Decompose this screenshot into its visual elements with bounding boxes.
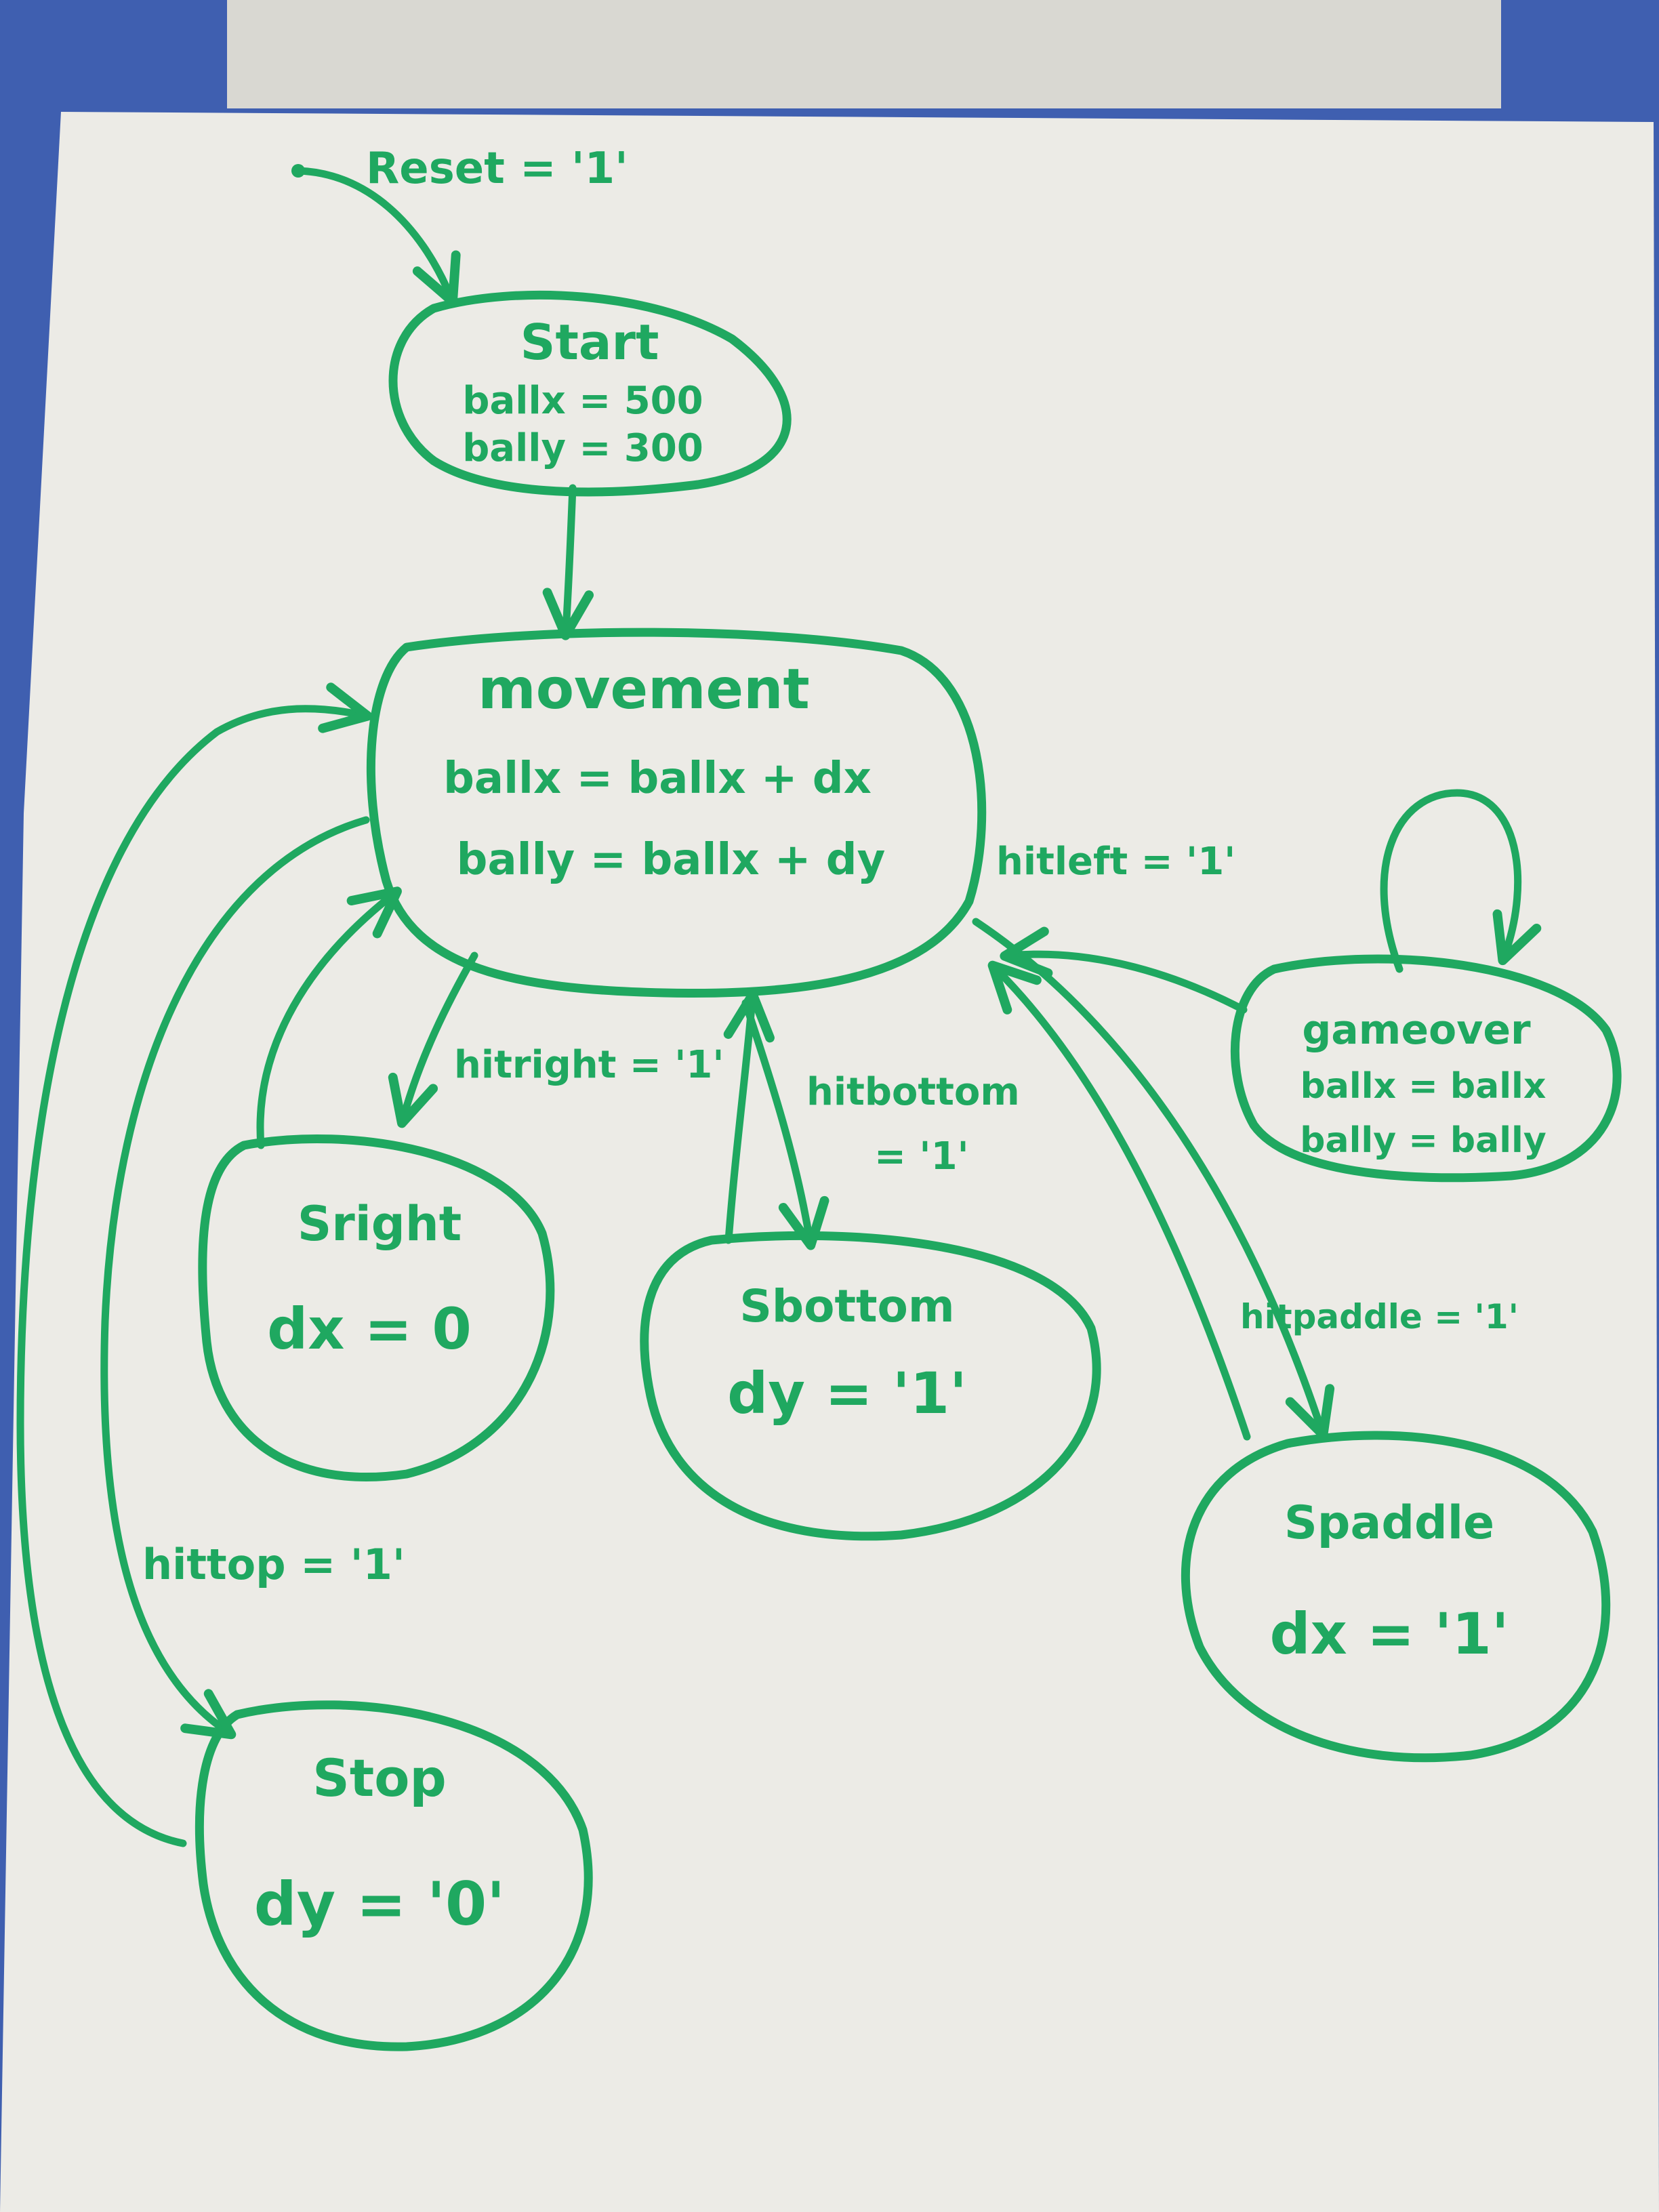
arrow-spaddle-to-movement xyxy=(987,960,1251,1441)
state-sright-bubble xyxy=(198,1134,555,1481)
state-stop-name: Stop xyxy=(312,1748,447,1808)
transition-reset-label: Reset = '1' xyxy=(366,144,628,194)
state-sbottom-bubble xyxy=(640,1231,1101,1541)
transition-hitright-label: hitright = '1' xyxy=(454,1043,724,1087)
state-spaddle-bubble xyxy=(1181,1431,1611,1763)
state-movement-line-2: bally = ballx + dy xyxy=(457,835,886,885)
state-sright-name: Sright xyxy=(298,1196,462,1252)
state-spaddle-line-1: dx = '1' xyxy=(1269,1601,1509,1667)
transition-hitbottom-label-2: = '1' xyxy=(874,1134,969,1179)
state-sbottom-name: Sbottom xyxy=(739,1280,954,1332)
arrow-stop-to-movement xyxy=(16,682,373,1847)
state-start-line-2: bally = 300 xyxy=(462,426,703,470)
state-sbottom-line-1: dy = '1' xyxy=(727,1360,967,1427)
transition-hitpaddle-label: hitpaddle = '1' xyxy=(1240,1297,1519,1336)
state-movement-name: movement xyxy=(478,657,809,722)
state-gameover-line-1: ballx = ballx xyxy=(1300,1066,1547,1107)
state-start-line-1: ballx = 500 xyxy=(462,379,703,423)
arrow-gameover-self-loop xyxy=(1380,789,1542,973)
transition-hitleft-label: hitleft = '1' xyxy=(996,840,1235,884)
arrow-movement-to-stop xyxy=(100,816,370,1740)
whiteboard xyxy=(0,112,1659,2212)
state-spaddle-name: Spaddle xyxy=(1284,1496,1494,1550)
board-clip xyxy=(227,0,1501,108)
state-gameover-name: gameover xyxy=(1302,1006,1531,1054)
arrow-movement-to-sright xyxy=(388,951,478,1128)
state-gameover-bubble xyxy=(1230,954,1622,1183)
arrow-gameover-to-movement xyxy=(1000,926,1248,1014)
state-stop-bubble xyxy=(194,1700,593,2051)
state-movement-line-1: ballx = ballx + dx xyxy=(443,754,872,804)
arrow-start-to-movement xyxy=(542,484,594,640)
state-start-name: Start xyxy=(520,314,659,371)
transition-hittop-label: hittop = '1' xyxy=(142,1540,405,1589)
arrow-reset xyxy=(294,167,461,307)
state-gameover-line-2: bally = bally xyxy=(1300,1120,1547,1161)
state-sright-line-1: dx = 0 xyxy=(267,1296,472,1362)
state-start-bubble xyxy=(388,290,792,497)
state-movement-bubble xyxy=(366,628,987,998)
state-stop-line-1: dy = '0' xyxy=(254,1869,505,1939)
arrow-sbottom-to-movement xyxy=(723,989,775,1244)
transition-hitbottom-label-1: hitbottom xyxy=(806,1070,1020,1114)
arrow-sright-to-movement xyxy=(256,886,402,1149)
